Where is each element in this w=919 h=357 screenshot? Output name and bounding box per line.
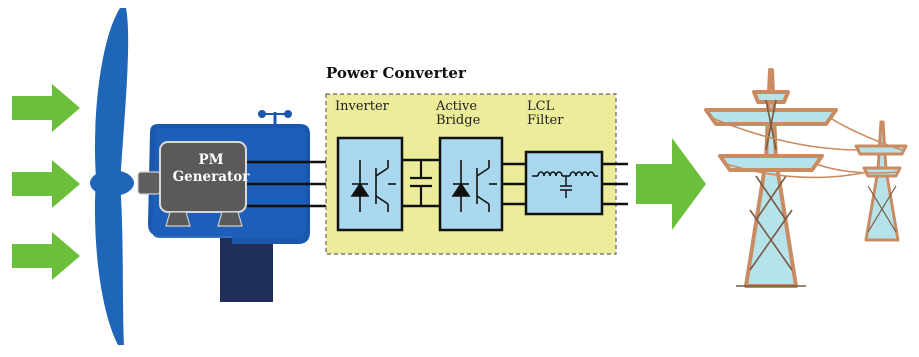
turbine-blade-icon: [90, 8, 134, 345]
inductor-icon: [532, 171, 598, 198]
generator-label-line1: PM: [198, 152, 224, 168]
lcl-filter-label-line2: Filter: [527, 112, 564, 128]
wind-arrow-icon: [12, 232, 80, 280]
lcl-filter-label-line1: LCL: [527, 99, 555, 114]
transmission-tower-icon: [854, 120, 908, 242]
wind-arrow-icon: [12, 84, 80, 132]
pm-generator: [137, 141, 247, 227]
active-bridge-label: Active Bridge: [436, 100, 480, 127]
turbine-tower: [220, 238, 273, 302]
transmission-tower-icon: [704, 68, 838, 288]
capacitor-icon: [410, 160, 432, 206]
igbt-diode-icon: [350, 160, 396, 212]
inverter-label: Inverter: [335, 99, 389, 114]
active-bridge-label-line1: Active: [436, 99, 478, 114]
active-bridge-module: [438, 136, 504, 232]
power-lines: [711, 117, 903, 179]
lcl-filter-label: LCL Filter: [527, 100, 563, 127]
wind-arrow-icon: [12, 160, 80, 208]
generator-label-line2: Generator: [172, 168, 250, 185]
power-converter-title: Power Converter: [326, 64, 466, 82]
generator-label: PM Generator: [168, 152, 254, 186]
lcl-filter-module: [524, 150, 604, 216]
power-flow-arrow-icon: [636, 138, 706, 230]
anemometer-icon: [258, 110, 292, 124]
igbt-diode-icon: [451, 160, 497, 212]
wind-arrows: [12, 84, 80, 280]
inverter-module: [336, 136, 404, 232]
active-bridge-label-line2: Bridge: [436, 112, 481, 128]
three-phase-lines: [246, 160, 338, 208]
